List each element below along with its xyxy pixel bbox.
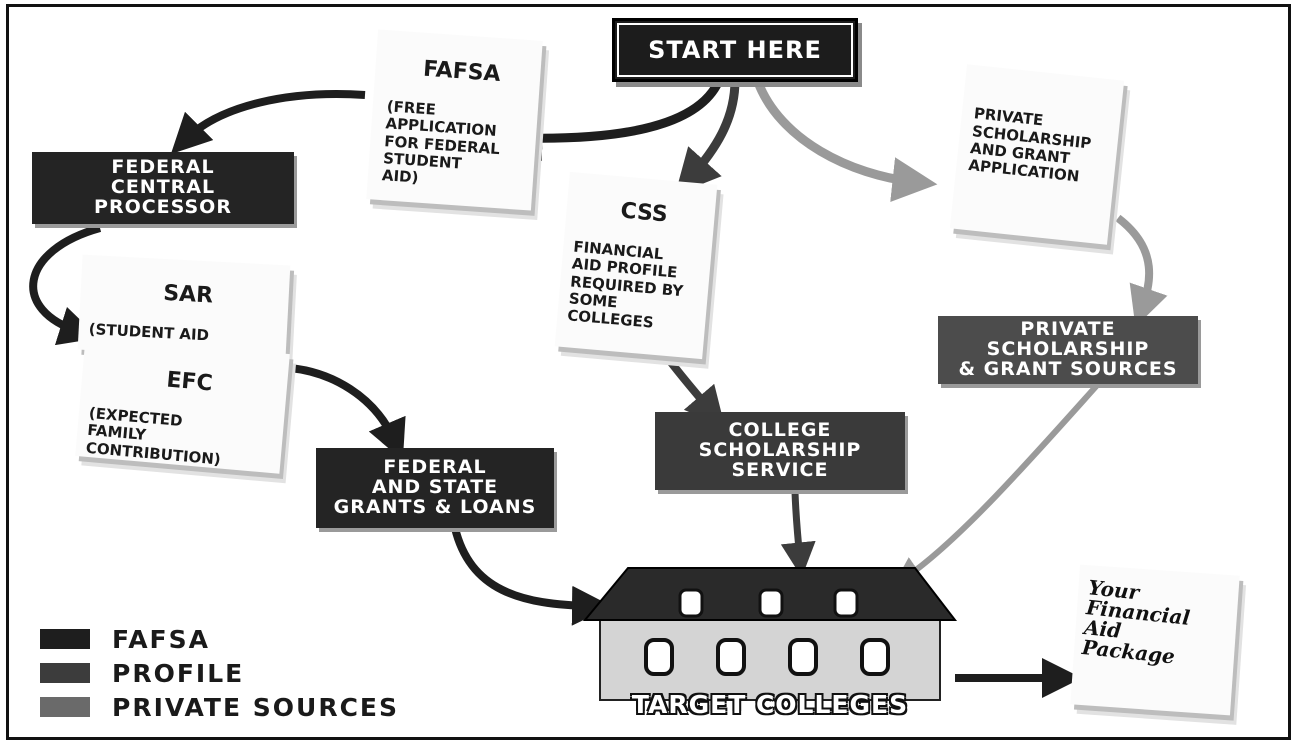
css-body: FINANCIAL AID PROFILE REQUIRED BY SOME C… bbox=[566, 237, 685, 332]
arrow-start-to-private bbox=[753, 80, 938, 202]
private-application-body: PRIVATE SCHOLARSHIP AND GRANT APPLICATIO… bbox=[967, 104, 1093, 186]
legend-swatch-private-sources bbox=[40, 697, 90, 717]
legend-item-fafsa: FAFSA bbox=[40, 622, 399, 656]
legend: FAFSA PROFILE PRIVATE SOURCES bbox=[40, 622, 399, 724]
legend-swatch-profile bbox=[40, 663, 90, 683]
legend-label-fafsa: FAFSA bbox=[112, 624, 210, 654]
arrow-sources-to-college bbox=[892, 379, 1103, 587]
efc-title: EFC bbox=[165, 367, 214, 397]
legend-item-private-sources: PRIVATE SOURCES bbox=[40, 690, 399, 724]
legend-swatch-fafsa bbox=[40, 629, 90, 649]
sar-title: SAR bbox=[162, 281, 214, 309]
arrow-private-app-to-sources bbox=[1115, 214, 1168, 327]
css-document: CSS FINANCIAL AID PROFILE REQUIRED BY SO… bbox=[554, 171, 718, 360]
efc-document: EFC (EXPECTED FAMILY CONTRIBUTION) bbox=[75, 336, 290, 474]
fafsa-title: FAFSA bbox=[422, 57, 502, 88]
college-building-icon bbox=[582, 567, 958, 701]
financial-aid-package-text: Your Financial Aid Package bbox=[1080, 575, 1192, 669]
fafsa-body: (FREE APPLICATION FOR FEDERAL STUDENT AI… bbox=[381, 97, 501, 187]
arrow-start-to-fafsa bbox=[497, 76, 725, 161]
arrow-grants-to-college bbox=[451, 527, 612, 626]
private-application-document: PRIVATE SCHOLARSHIP AND GRANT APPLICATIO… bbox=[949, 64, 1125, 245]
efc-body: (EXPECTED FAMILY CONTRIBUTION) bbox=[85, 403, 222, 469]
fafsa-document: FAFSA (FREE APPLICATION FOR FEDERAL STUD… bbox=[366, 29, 543, 211]
arrow-processor-to-sar bbox=[29, 224, 102, 346]
legend-label-profile: PROFILE bbox=[112, 658, 245, 688]
arrow-fafsa-to-federal-processor bbox=[170, 90, 366, 155]
arrow-efc-to-grants bbox=[289, 364, 406, 461]
css-title: CSS bbox=[619, 198, 669, 228]
federal-state-grants-loans-sign: FEDERAL AND STATE GRANTS & LOANS bbox=[316, 448, 554, 528]
legend-label-private-sources: PRIVATE SOURCES bbox=[112, 692, 400, 722]
college-scholarship-service-sign: COLLEGE SCHOLARSHIP SERVICE bbox=[655, 412, 905, 490]
arrow-start-to-css bbox=[675, 79, 740, 195]
private-scholarship-sources-sign: PRIVATE SCHOLARSHIP & GRANT SOURCES bbox=[938, 316, 1198, 384]
arrow-service-to-college bbox=[780, 491, 816, 578]
target-colleges-label: TARGET COLLEGES bbox=[631, 690, 909, 719]
legend-item-profile: PROFILE bbox=[40, 656, 399, 690]
federal-central-processor-sign: FEDERAL CENTRAL PROCESSOR bbox=[32, 152, 294, 224]
start-here-box: START HERE bbox=[612, 18, 858, 82]
